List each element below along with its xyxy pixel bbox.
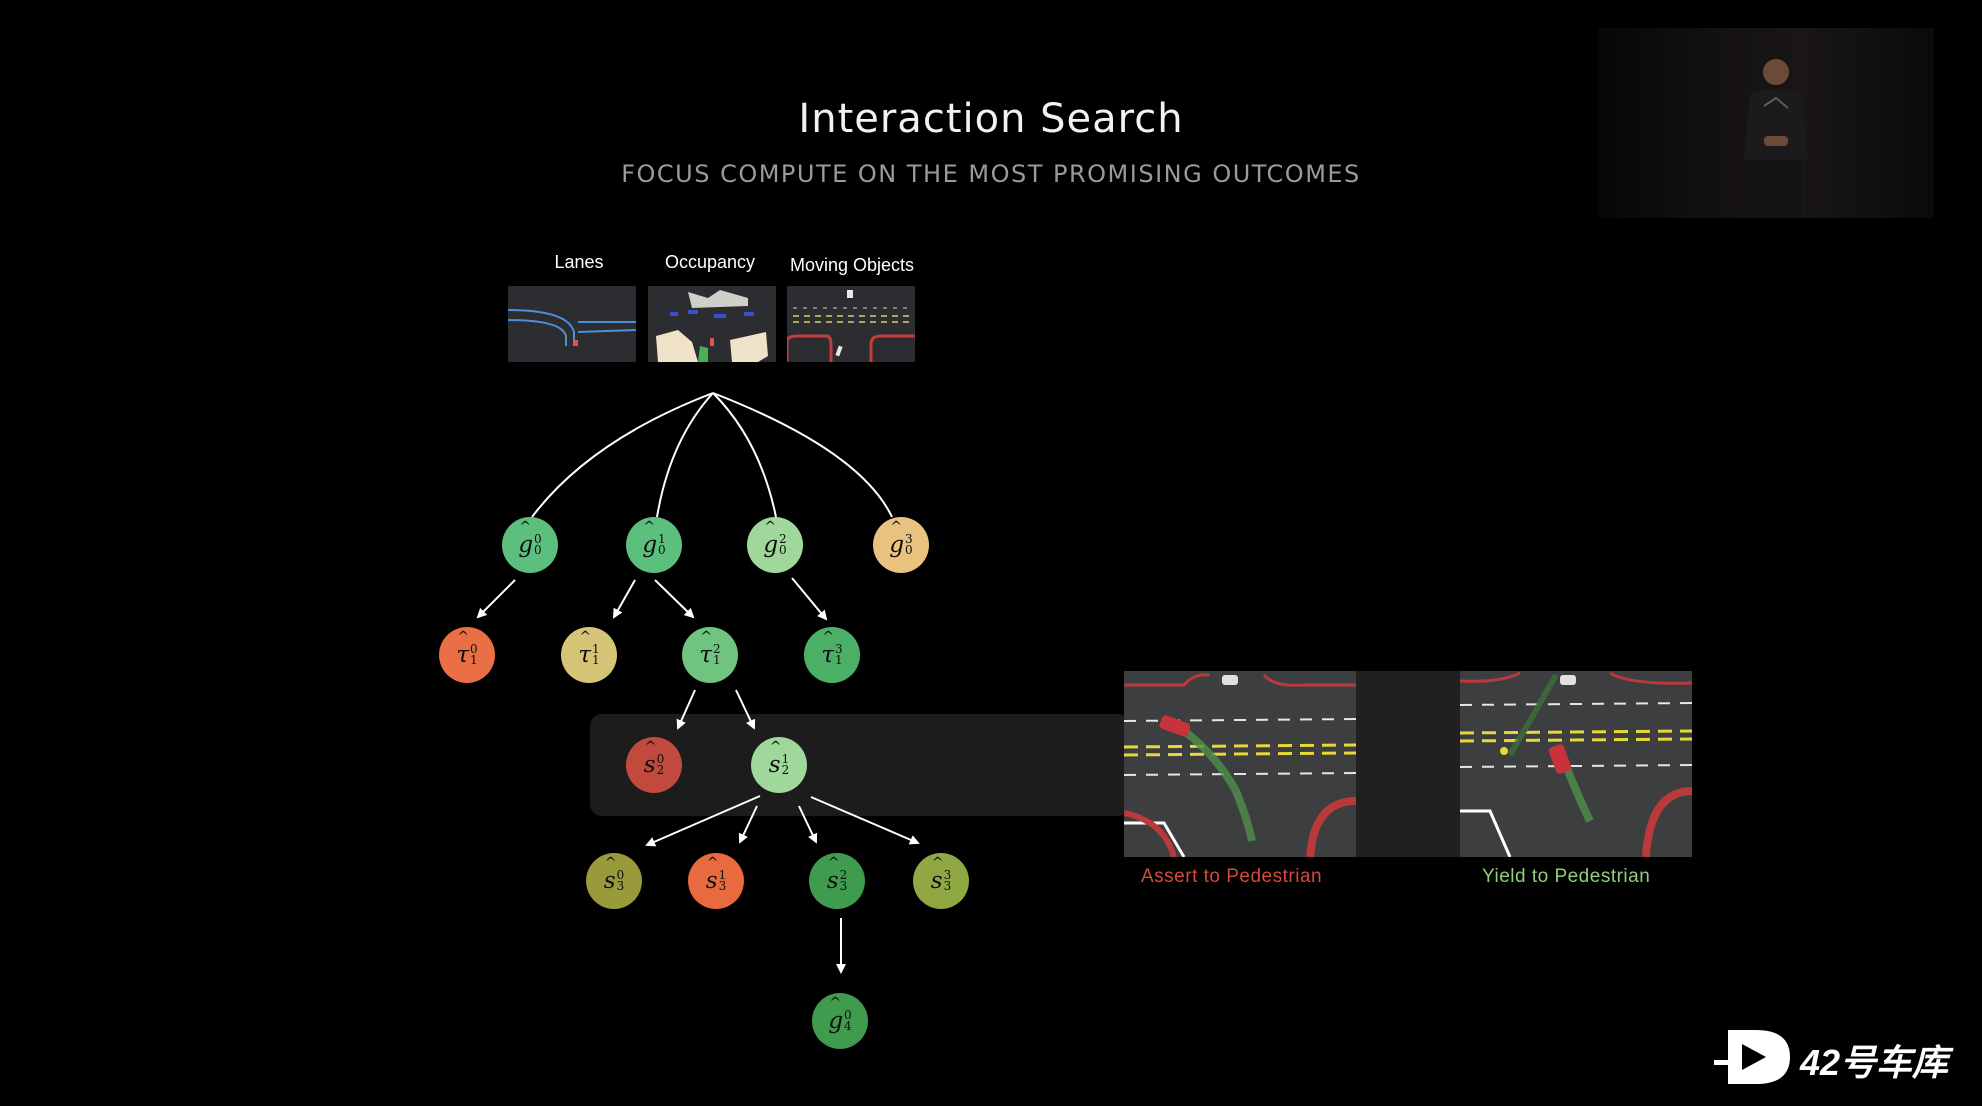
slide-title: Interaction Search [798, 96, 1184, 142]
yield-caption: Yield to Pedestrian [1482, 866, 1651, 887]
tree-node-g4-0: g04 [812, 993, 868, 1049]
edge-s2-1-s3-0 [645, 795, 761, 847]
edge-root-g0-0 [531, 392, 714, 518]
tree-node-tau1-3: τ31 [804, 627, 860, 683]
tree-node-g0-1: g10 [626, 517, 682, 573]
video-divider [1356, 671, 1460, 857]
edge-g0-2-t1-3 [791, 577, 828, 621]
edge-root-g0-3 [712, 392, 893, 518]
speaker-video [1598, 28, 1934, 218]
speaker-figure [1744, 59, 1808, 218]
tree-node-tau1-1: τ11 [561, 627, 617, 683]
tree-node-tau1-2: τ21 [682, 627, 738, 683]
input-label-lanes: Lanes [554, 252, 604, 272]
play-logo-icon [1714, 1030, 1790, 1084]
tree-node-s2-1: s12 [751, 737, 807, 793]
lanes-thumbnail [508, 286, 636, 362]
slide-subtitle: FOCUS COMPUTE ON THE MOST PROMISING OUTC… [621, 160, 1361, 188]
yield-outcome-video [1460, 671, 1692, 857]
assert-outcome-video [1124, 671, 1356, 857]
edge-s2-1-s3-2 [798, 805, 818, 844]
tree-node-s2-0: s02 [626, 737, 682, 793]
edge-s2-1-s3-1 [738, 805, 758, 844]
edge-t1-2-s2-1 [735, 689, 756, 730]
edge-g0-1-t1-2 [654, 579, 695, 619]
edge-root-g0-1 [656, 392, 714, 518]
edge-root-g0-2 [712, 392, 777, 518]
input-label-moving-objects: Moving Objects [789, 255, 915, 275]
tree-node-s3-0: s03 [586, 853, 642, 909]
moving-objects-thumbnail [787, 286, 915, 362]
input-label-occupancy: Occupancy [664, 252, 756, 272]
tree-node-s3-1: s13 [688, 853, 744, 909]
edge-t1-2-s2-0 [676, 689, 696, 730]
edge-g0-1-t1-1 [613, 579, 636, 619]
assert-caption: Assert to Pedestrian [1141, 866, 1323, 887]
tree-node-g0-3: g30 [873, 517, 929, 573]
tree-node-tau1-0: τ01 [439, 627, 495, 683]
watermark-text: 42号车库 [1800, 1042, 1949, 1083]
tree-node-s3-3: s33 [913, 853, 969, 909]
edge-g0-0-t1-0 [476, 579, 516, 619]
tree-node-g0-2: g20 [747, 517, 803, 573]
edge-s2-1-s3-3 [810, 796, 920, 845]
tree-node-s3-2: s23 [809, 853, 865, 909]
occupancy-thumbnail [648, 286, 776, 362]
watermark-logo: 42号车库 [1712, 1022, 1970, 1092]
tree-node-g0-0: g00 [502, 517, 558, 573]
